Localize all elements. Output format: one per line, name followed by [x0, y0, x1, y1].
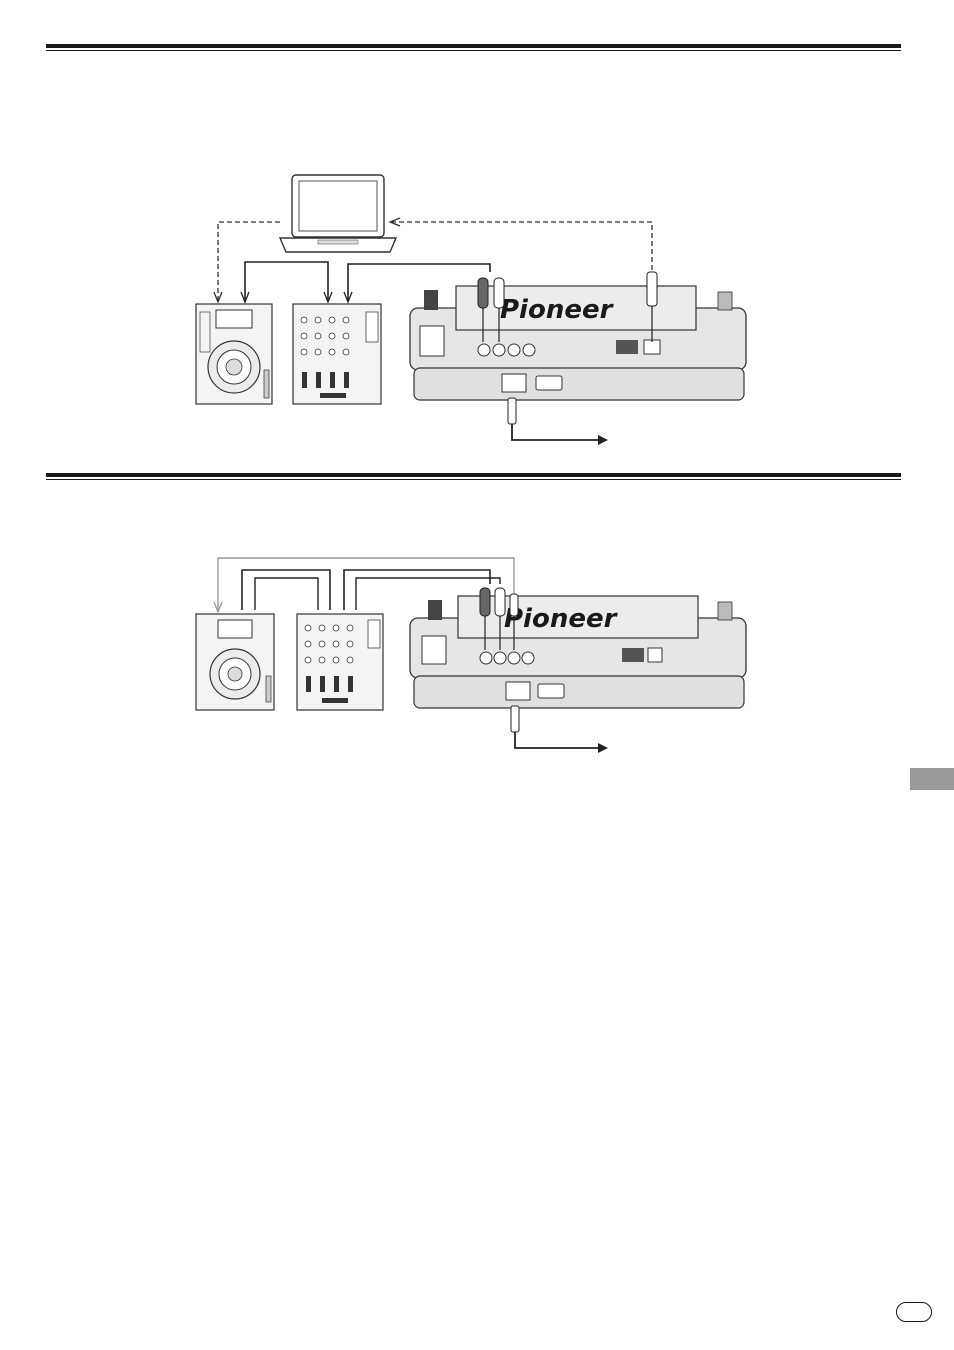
- turntable-rear-icon: Pioneer: [410, 286, 746, 400]
- section-side-tab: [910, 768, 954, 790]
- cdj-player-icon: [196, 304, 272, 404]
- section-rule-bottom: [46, 473, 901, 477]
- section-rule-top: [46, 44, 901, 48]
- section-rule-top-thin: [46, 50, 901, 51]
- power-cable: [511, 706, 608, 753]
- page-language-badge: [896, 1302, 932, 1322]
- laptop-icon: [280, 175, 396, 252]
- dashed-link-cdj: [218, 222, 280, 300]
- connection-diagram-without-computer: Pioneer: [0, 548, 954, 768]
- mixer-icon: [293, 304, 381, 404]
- cdj-player-icon: [196, 614, 274, 710]
- brand-logo-text: Pioneer: [504, 604, 619, 634]
- section-rule-bottom-thin: [46, 479, 901, 480]
- brand-logo-text: Pioneer: [500, 295, 615, 325]
- power-cable: [508, 398, 608, 445]
- connection-diagram-with-computer: Pioneer: [0, 160, 954, 460]
- mixer-icon: [297, 614, 383, 710]
- dashed-link-usb: [392, 222, 652, 270]
- turntable-rear-icon: Pioneer: [410, 596, 746, 708]
